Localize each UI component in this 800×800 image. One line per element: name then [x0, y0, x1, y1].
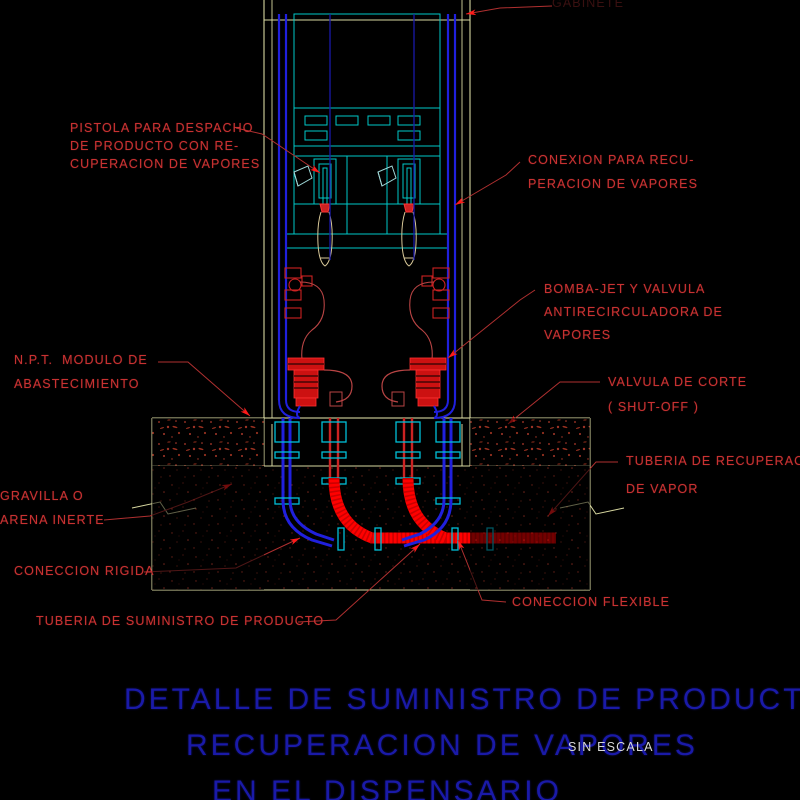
label-tuberia-recuperacion-line1: TUBERIA DE RECUPERACION [626, 454, 800, 468]
label-pistola-line2: DE PRODUCTO CON RE- [70, 139, 240, 153]
label-bomba-jet-line3: VAPORES [544, 328, 612, 342]
label-pistola-line1: PISTOLA PARA DESPACHO [70, 121, 254, 135]
label-valvula-corte-line2: ( SHUT-OFF ) [608, 400, 699, 414]
vapor-recovery-piping [281, 499, 453, 548]
label-bomba-jet-line1: BOMBA-JET Y VALVULA [544, 282, 706, 296]
riser-pipes-through-slab [281, 418, 453, 500]
dispenser-cabinet-body [285, 13, 449, 249]
label-conexion-recuperacion-line1: CONEXION PARA RECU- [528, 153, 695, 167]
drawing-title-line2: RECUPERACION DE VAPORES [186, 729, 698, 762]
nozzle-assembly-left [293, 158, 337, 267]
vapor-recovery-connection-right [409, 267, 450, 361]
ground-speckle-overlay [152, 418, 590, 590]
bomba-jet-left [287, 357, 353, 419]
label-valvula-corte-line1: VALVULA DE CORTE [608, 375, 748, 389]
drawing-scale-note: SIN ESCALA [568, 740, 654, 754]
vapor-recovery-connection-left [284, 267, 325, 361]
label-conexion-recuperacion-line2: PERACION DE VAPORES [528, 177, 699, 191]
label-pistola-line3: CUPERACION DE VAPORES [70, 157, 261, 171]
label-top-cut: GABINETE [552, 0, 625, 10]
dispenser-cabinet-shell [263, 0, 471, 419]
label-npt-line1: N.P.T. MODULO DE [14, 353, 148, 367]
label-npt-line2: ABASTECIMIENTO [14, 377, 140, 391]
nozzle-assembly-right [377, 158, 421, 267]
label-gravilla-line1: GRAVILLA O [0, 489, 84, 503]
vapor-riser-pipes [277, 14, 457, 400]
drawing-title-line1: DETALLE DE SUMINISTRO DE PRODUCTO Y [124, 683, 800, 716]
bomba-jet-right [381, 357, 447, 419]
label-coneccion-rigida: CONECCION RIGIDA [14, 564, 155, 578]
label-bomba-jet-line2: ANTIRECIRCULADORA DE [544, 305, 723, 319]
label-gravilla-line2: ARENA INERTE [0, 513, 105, 527]
label-coneccion-flexible: CONECCION FLEXIBLE [512, 595, 671, 609]
label-tuberia-suministro: TUBERIA DE SUMINISTRO DE PRODUCTO [36, 614, 325, 628]
vapor-loop-bends [278, 399, 456, 419]
drawing-title-line3: EN EL DISPENSARIO [212, 775, 562, 800]
label-tuberia-recuperacion-line2: DE VAPOR [626, 482, 699, 496]
product-supply-piping [328, 477, 556, 544]
